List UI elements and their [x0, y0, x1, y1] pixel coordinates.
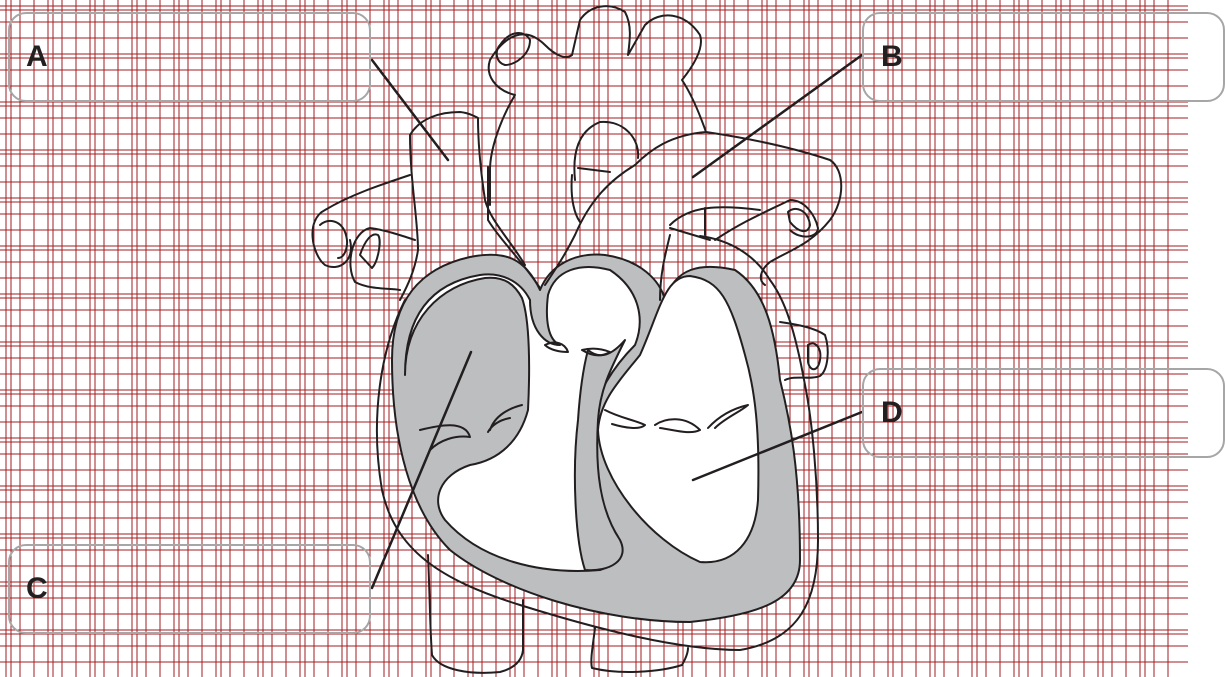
label-letter-c: C — [26, 574, 48, 604]
pulmonary-vein-right-lower — [350, 228, 415, 290]
label-letter-a: A — [26, 42, 48, 72]
label-box-b[interactable] — [862, 12, 1225, 102]
pulmonary-vein-left-upper — [715, 200, 818, 240]
descending-aorta — [591, 628, 688, 672]
aortic-arch — [488, 6, 706, 288]
leader-line-b — [693, 55, 862, 177]
label-box-d[interactable] — [862, 368, 1225, 458]
label-letter-d: D — [881, 398, 903, 428]
label-box-a[interactable] — [8, 12, 371, 102]
pulmonary-vein-left-lower — [780, 322, 828, 380]
label-box-c[interactable] — [8, 544, 371, 634]
label-letter-b: B — [881, 42, 903, 72]
